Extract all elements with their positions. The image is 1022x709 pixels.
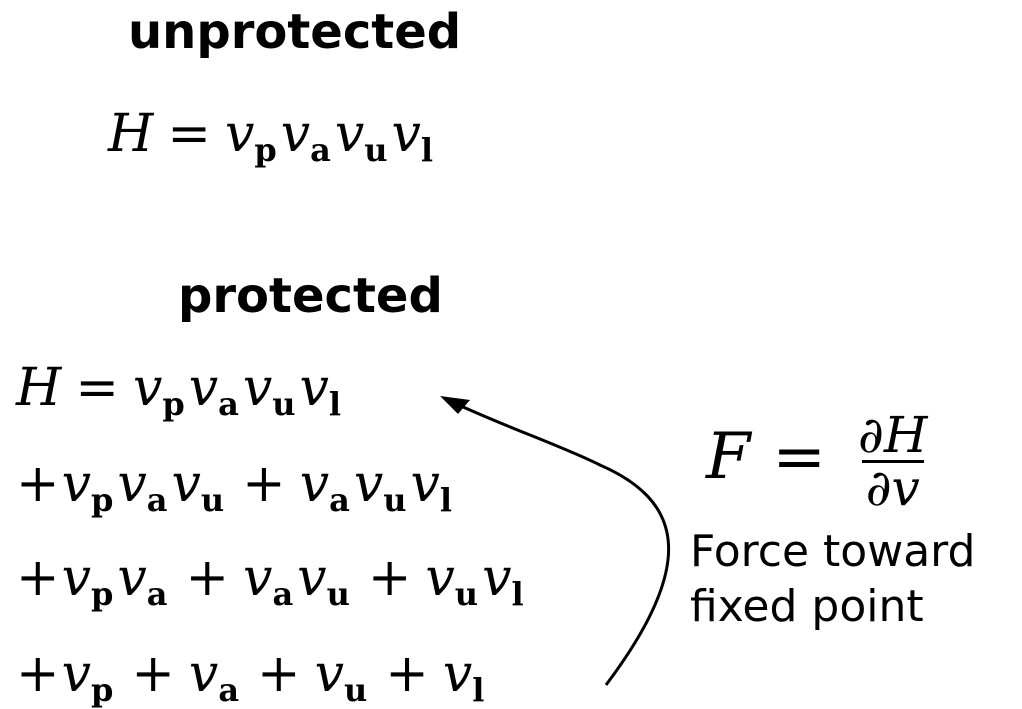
curved-arrow-head [440, 396, 470, 414]
partial-derivative-fraction: ∂H∂v [858, 406, 928, 517]
protected-equation-line-1: H=vpvavuvl [16, 358, 342, 423]
protected-equation-line-3: +vpva+vavu+vuvl [16, 548, 524, 613]
protected-equation-line-2: +vpvavu+vavuvl [16, 454, 453, 519]
force-caption: Force toward fixed point [690, 524, 975, 634]
curved-arrow-path [447, 398, 671, 686]
caption-line-2: fixed point [690, 581, 924, 632]
protected-equation-line-4: +vp+va+vu+vl [16, 644, 485, 709]
force-equation: F=∂H∂v [706, 410, 932, 513]
unprotected-equation: H=vpvavuvl [108, 104, 434, 169]
caption-line-1: Force toward [690, 526, 976, 577]
unprotected-heading: unprotected [128, 4, 462, 60]
protected-heading: protected [178, 268, 443, 324]
